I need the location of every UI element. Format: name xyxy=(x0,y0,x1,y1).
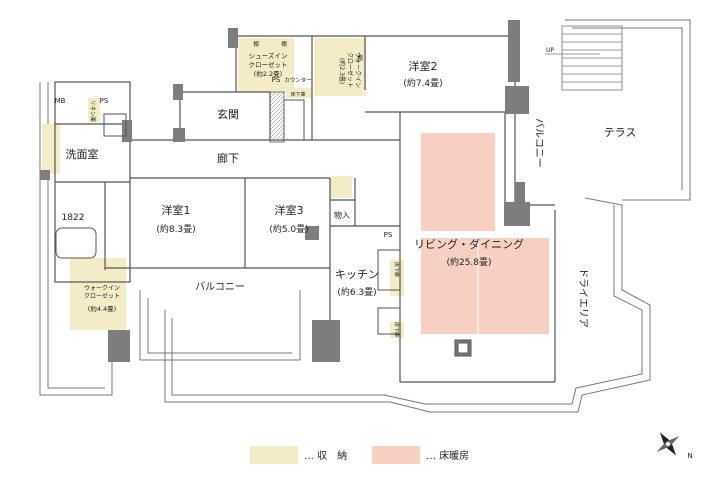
shelf-b-label: 棚 xyxy=(281,40,287,48)
structural-walls xyxy=(40,20,530,362)
room-dry-area-name: ドライエリア xyxy=(577,268,589,328)
ps-stair-label: PS xyxy=(272,76,281,84)
legend-storage-label: … 収 納 xyxy=(304,449,347,462)
ps-top-label: PS xyxy=(100,97,109,105)
room-western1-size: (約8.3畳) xyxy=(156,223,195,235)
stair xyxy=(545,25,623,91)
walk-in-bottom-line1: ウォークイン xyxy=(84,284,120,292)
room-terrace-name: テラス xyxy=(604,126,637,139)
north-label: N xyxy=(687,452,692,460)
markers: MB PS PS PS カウンター リネン庫 1822 UP 棚 棚 棚 床下庫… xyxy=(55,40,555,337)
shoes-in-line2: クローゼット xyxy=(249,60,288,69)
walk-in-bottom-size: (約4.4畳) xyxy=(88,304,116,313)
room-washroom-name: 洗面室 xyxy=(66,147,99,161)
room-kitchen-name: キッチン xyxy=(335,268,379,281)
legend-storage-swatch xyxy=(250,446,298,464)
room-labels: 洋室2 (約7.4畳) 玄関 廊下 洗面室 洋室1 (約8.3畳) 洋室3 (約… xyxy=(66,59,637,328)
shelf-c-label: 棚 xyxy=(357,54,363,62)
outer-outline xyxy=(39,19,691,413)
bath-size-label: 1822 xyxy=(62,213,85,223)
compass-icon xyxy=(656,432,680,456)
room-balcony-bottom-name: バルコニー xyxy=(195,281,245,293)
room-entrance-name: 玄関 xyxy=(217,107,239,121)
room-living-size: (約25.8畳) xyxy=(446,256,491,268)
linen-label: リネン庫 xyxy=(89,100,97,123)
door-k2-label: 床下庫 xyxy=(393,322,400,337)
up-label: UP xyxy=(546,47,554,54)
room-kitchen-size: (約6.3畳) xyxy=(337,286,376,298)
floor-heating-areas xyxy=(421,133,549,334)
room-storage-name: 物入 xyxy=(334,210,350,220)
legend-heating-label: … 床暖房 xyxy=(426,449,469,462)
room-hallway-name: 廊下 xyxy=(217,151,239,165)
room-living-name: リビング・ダイニング xyxy=(414,237,524,251)
closet-labels: シューズイン クローゼット (約2.2畳) ウォークイン クローゼット (約2.… xyxy=(84,51,362,313)
hatched-column xyxy=(269,91,285,143)
door-top-label: 床下庫 xyxy=(290,91,305,98)
counter-label: カウンター xyxy=(284,76,312,84)
room-balcony-right-name: バルコニー xyxy=(533,118,545,168)
mb-label: MB xyxy=(55,97,66,105)
shoes-in-line1: シューズイン xyxy=(249,51,288,60)
shelf-a-label: 棚 xyxy=(253,40,259,48)
walk-in-bottom-line2: クローゼット xyxy=(84,292,120,300)
room-western3-name: 洋室3 xyxy=(275,203,304,217)
room-western2-size: (約7.4畳) xyxy=(403,77,442,89)
interior-walls xyxy=(54,35,556,383)
legend-heating-swatch xyxy=(372,446,420,464)
walk-in-top-line2: クローゼット xyxy=(346,52,354,88)
walk-in-top-size: (約2.3畳) xyxy=(338,58,346,84)
room-western1-name: 洋室1 xyxy=(162,203,191,217)
shoes-in-size: (約2.2畳) xyxy=(254,69,282,78)
walk-in-top-line1: ウォークイン xyxy=(354,52,362,88)
door-k1-label: 床下庫 xyxy=(393,262,400,277)
legend: … 収 納 … 床暖房 xyxy=(250,446,469,464)
room-western2-name: 洋室2 xyxy=(409,59,438,73)
ps-kitchen-label: PS xyxy=(384,231,393,239)
room-western3-size: (約5.0畳) xyxy=(269,223,308,235)
